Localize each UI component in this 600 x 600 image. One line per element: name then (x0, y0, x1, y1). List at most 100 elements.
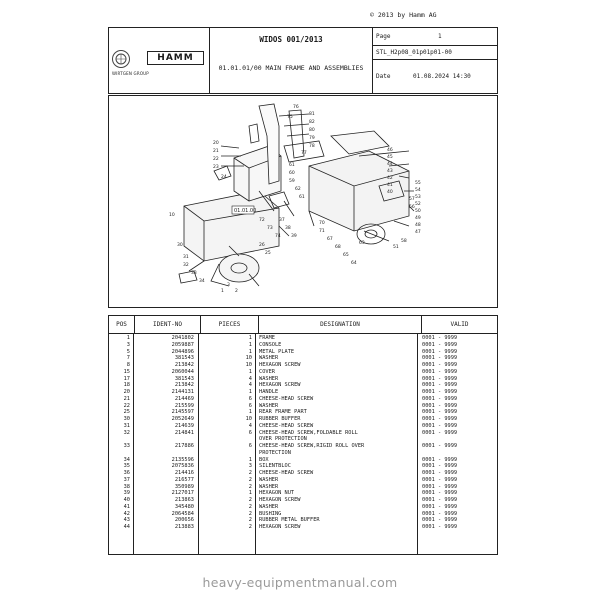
cell-designation: REAR FRAME PART (259, 409, 307, 416)
cell-valid: 0001 - 9999 (422, 389, 458, 395)
callout-number: 38 (285, 225, 291, 231)
cell-pos: 15 (123, 368, 130, 375)
cell-designation: HEXAGON SCREW (259, 362, 301, 368)
cell-designation: CHEESE-HEAD SCREW (259, 470, 314, 476)
page-label: Page (376, 33, 391, 40)
cell-valid: 0001 - 9999 (422, 341, 458, 348)
cell-valid: 0001 - 9999 (422, 335, 458, 341)
cell-designation: WASHER (259, 402, 279, 409)
cell-valid: 0001 - 9999 (422, 443, 458, 449)
doc-code: STL_H2p08_01p01p01-00 (376, 49, 452, 56)
callout-number: 34 (199, 278, 205, 284)
cell-designation: FRAME (259, 335, 275, 341)
callout-number: 40 (387, 189, 393, 195)
cell-pieces: 10 (245, 355, 252, 362)
cell-valid: 0001 - 9999 (422, 409, 458, 416)
cell-pos: 44 (123, 524, 130, 530)
cell-pieces: 2 (248, 470, 252, 476)
cell-ident: 2127017 (171, 490, 194, 497)
copyright-notice: © 2013 by Hamm AG (370, 11, 437, 19)
cell-pieces: 4 (248, 375, 252, 382)
cell-pos: 33 (123, 443, 130, 449)
cell-ident: 2145597 (171, 409, 194, 416)
cell-pos: 34 (123, 456, 130, 463)
cell-valid: 0001 - 9999 (422, 416, 458, 422)
cell-ident: 213842 (174, 362, 194, 368)
callout-number: 65 (343, 252, 349, 258)
cell-designation: SILENTBLOC (259, 463, 291, 470)
header-pos: POS (109, 316, 135, 333)
callout-number: 80 (309, 127, 315, 133)
callout-number: 44 (387, 161, 393, 167)
cell-pieces: 2 (248, 503, 252, 510)
callout-number: 41 (387, 182, 393, 188)
cell-ident: 2060044 (171, 368, 194, 375)
cell-valid: 0001 - 9999 (422, 483, 458, 490)
cell-valid: 0001 - 9999 (422, 395, 458, 402)
cell-pos: 32 (123, 429, 130, 436)
cell-valid: 0001 - 9999 (422, 362, 458, 368)
callout-number: 22 (213, 156, 219, 162)
callout-number: 77 (301, 150, 307, 156)
cell-pos: 42 (123, 510, 130, 517)
cell-designation: CHEESE-HEAD SCREW,FOLDABLE ROLL (259, 429, 358, 436)
callout-number: 2 (235, 288, 238, 294)
cell-designation: RUBBER BUFFER (259, 416, 301, 422)
cell-ident: 216577 (174, 476, 194, 483)
cell-valid: 0001 - 9999 (422, 490, 458, 497)
callout-number: 58 (401, 238, 407, 244)
cell-ident: 214841 (174, 429, 194, 436)
cell-designation: OVER PROTECTION (259, 436, 307, 443)
cell-valid: 0001 - 9999 (422, 375, 458, 382)
callout-number: 72 (259, 217, 265, 223)
callout-number: 1 (221, 288, 224, 294)
cell-pieces: 2 (248, 510, 252, 517)
cell-designation: CHEESE-HEAD SCREW,RIGID ROLL OVER (259, 443, 365, 449)
cell-ident: 2144131 (171, 389, 194, 395)
cell-pos: 40 (123, 497, 130, 503)
callout-number: 26 (259, 242, 265, 248)
cell-designation: METAL PLATE (259, 348, 295, 355)
cell-ident: 2052649 (171, 416, 194, 422)
cell-pieces (199, 436, 255, 443)
callout-number: 51 (393, 244, 399, 250)
cell-pos (109, 450, 133, 457)
cell-pos: 38 (123, 483, 130, 490)
callout-number: 31 (183, 254, 189, 260)
callout-number: 79 (309, 135, 315, 141)
cell-valid: 0001 - 9999 (422, 355, 458, 362)
cell-valid: 0001 - 9999 (422, 497, 458, 503)
callout-number: 23 (213, 164, 219, 170)
cell-valid: 0001 - 9999 (422, 422, 458, 429)
cell-ident: 350989 (174, 483, 194, 490)
callout-number: 50 (415, 208, 421, 214)
page-number: 1 (438, 33, 442, 40)
callout-number: 54 (415, 187, 421, 193)
exploded-view-drawing: 01.01.00 8182807978777675202122232461605… (169, 103, 421, 294)
cell-pieces: 6 (248, 402, 252, 409)
info-block: Page 1 STL_H2p08_01p01p01-00 Date 01.08.… (373, 28, 497, 93)
callout-number: 32 (183, 262, 189, 268)
cell-pos: 18 (123, 382, 130, 389)
callout-number: 47 (415, 229, 421, 235)
callout-number: 59 (289, 178, 295, 184)
cell-pieces: 1 (248, 456, 252, 463)
callout-number: 52 (415, 201, 421, 207)
wirtgen-logo-icon (112, 50, 130, 68)
hamm-logo: HAMM (147, 51, 204, 65)
header-designation: DESIGNATION (259, 316, 422, 333)
cell-ident (134, 450, 198, 457)
callout-number: 21 (213, 148, 219, 154)
cell-pieces: 6 (248, 429, 252, 436)
callout-number: 67 (327, 236, 333, 242)
cell-pieces: 6 (248, 443, 252, 449)
cell-pieces: 10 (245, 362, 252, 368)
diagram-ref-label: 01.01.00 (234, 208, 256, 214)
cell-valid (418, 436, 497, 443)
cell-designation: BOX (259, 456, 269, 463)
catalog-title: WIDOS 001/2013 (259, 35, 323, 44)
cell-pieces: 1 (248, 368, 252, 375)
